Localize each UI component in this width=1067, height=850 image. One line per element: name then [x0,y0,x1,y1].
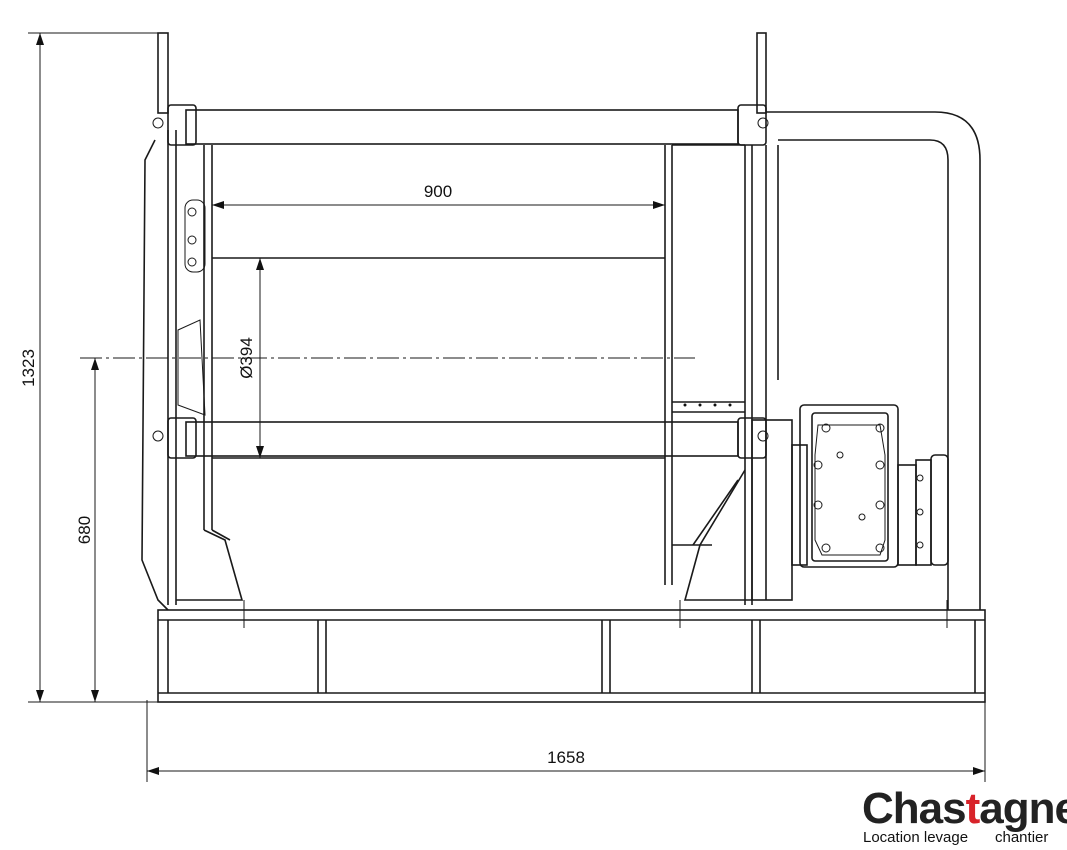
drum-length-label: 900 [424,182,452,201]
dimension-drum-diameter: Ø394 [237,258,264,458]
logo-text-accent: t [966,784,981,833]
overall-width-label: 1658 [547,748,585,767]
gearbox-motor [751,404,949,601]
logo-text-part3: agner [979,784,1067,833]
dimension-overall-width: 1658 [146,700,986,782]
dimension-drum-length: 900 [212,182,665,209]
logo-subtitle-right: chantier [995,829,1048,846]
base-frame [157,600,986,703]
axis-height-label: 680 [75,516,94,544]
top-crossbar [152,104,769,146]
drum-diameter-label: Ø394 [237,337,256,379]
bottom-crossbar [152,417,769,459]
right-flange [672,144,779,605]
overall-height-label: 1323 [19,349,38,387]
guard-tube [766,111,981,610]
drum [212,145,673,585]
logo-text-part1: Chas [862,784,966,833]
left-flange [141,32,767,611]
chastagner-logo: Chastagner Location levage chantier [862,784,1067,846]
dimension-overall-height: 1323 [19,32,160,703]
dimension-axis-height: 680 [75,358,99,702]
logo-subtitle-left: Location levage [863,829,968,846]
svg-text:Chastagner: Chastagner [862,784,1067,833]
